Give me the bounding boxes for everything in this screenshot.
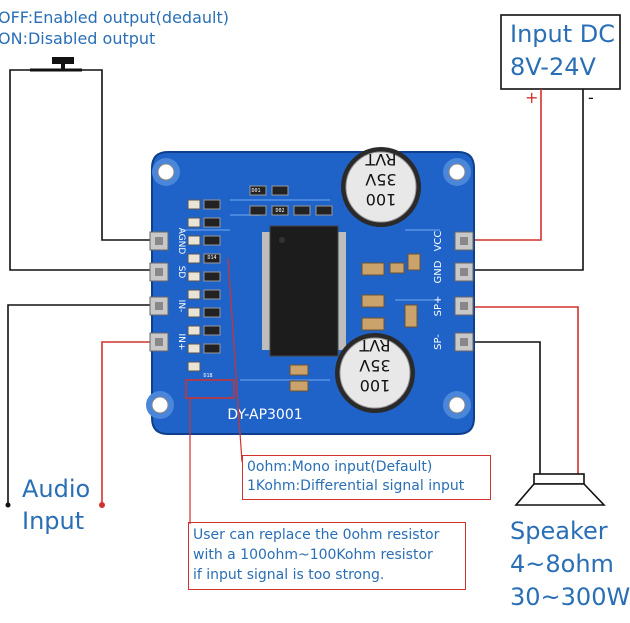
- capacitor-top-line3: 100: [366, 190, 397, 209]
- audio-input-label-2: Input: [22, 507, 85, 535]
- capacitor-bottom: RVT 35V 100: [335, 333, 415, 413]
- push-button-switch: [30, 57, 82, 72]
- connector-mono-note: [227, 257, 243, 463]
- input-dc-plus: +: [525, 88, 539, 107]
- speaker-cone: [514, 483, 606, 506]
- input-dc-box: [500, 14, 621, 90]
- speaker-magnet: [533, 473, 585, 485]
- wire-agnd-right: [78, 69, 160, 241]
- wire-speaker-negative: [462, 341, 541, 482]
- wire-gnd: [462, 89, 584, 271]
- audio-negative-dot: [5, 502, 11, 508]
- pin-label-sd: SD: [176, 266, 186, 279]
- capacitor-top-line1: RVT: [365, 150, 396, 169]
- mounting-hole-tl: [152, 158, 180, 186]
- left-header-pins: [149, 231, 169, 352]
- input-dc-label-2: 8V-24V: [510, 53, 596, 81]
- wire-sd-left: [9, 69, 160, 271]
- wire-vcc: [462, 89, 542, 241]
- capacitor-top: RVT 35V 100: [341, 147, 421, 227]
- wire-audio-negative: [7, 304, 160, 505]
- pin-label-agnd: AGND: [176, 228, 186, 255]
- capacitor-bottom-line3: 100: [360, 376, 391, 395]
- smd-top-row: [249, 185, 333, 216]
- resistor-label-d02: D02: [275, 208, 284, 214]
- resistor-label-d01: D01: [251, 188, 260, 194]
- capacitor-bottom-line2: 35V: [359, 356, 390, 375]
- resistor-highlight-box: [185, 379, 235, 399]
- speaker-label-2: 4~8ohm: [510, 550, 614, 578]
- wire-audio-positive: [101, 341, 160, 505]
- amplifier-ic-chip: [262, 225, 346, 357]
- capacitor-bottom-line1: RVT: [359, 336, 390, 355]
- resistor-note-line-2: with a 100ohm~100Kohm resistor: [193, 547, 433, 563]
- mounting-hole-bl: [146, 391, 174, 419]
- resistor-note-line-1: User can replace the 0ohm resistor: [193, 527, 440, 543]
- resistor-label-d18: D18: [203, 373, 212, 379]
- input-dc-label-1: Input DC: [510, 20, 616, 48]
- audio-positive-dot: [99, 502, 105, 508]
- push-button-stem: [61, 64, 65, 70]
- input-dc-minus: -: [588, 88, 594, 107]
- mounting-hole-br: [443, 391, 471, 419]
- board-model-label: DY-AP3001: [227, 407, 302, 423]
- pin-label-sp-minus: SP-: [433, 334, 444, 350]
- pin-label-gnd: GND: [433, 260, 444, 283]
- speaker-icon: [514, 473, 606, 506]
- smd-left-column: [187, 199, 201, 372]
- pin-label-vcc: VCC: [433, 231, 444, 252]
- mono-note-box: [242, 455, 491, 500]
- resistor-label-d14: D14: [207, 255, 216, 261]
- right-header-pins: [454, 231, 474, 352]
- amplifier-board: AGND SD IN- IN+ VCC GND SP+ SP-: [146, 147, 475, 435]
- mounting-hole-tr: [443, 158, 471, 186]
- pin-label-in-minus: IN-: [176, 300, 186, 313]
- audio-input-label-1: Audio: [22, 475, 91, 503]
- speaker-label-1: Speaker: [510, 517, 608, 545]
- pin-label-in-plus: IN+: [176, 334, 186, 351]
- resistor-note-line-3: if input signal is too strong.: [193, 567, 385, 583]
- mono-note-line-2: 1Kohm:Differential signal input: [247, 478, 465, 494]
- push-button-cap: [52, 57, 74, 64]
- button-note-off: OFF:Enabled output(dedault): [0, 8, 229, 27]
- wire-speaker-positive: [462, 306, 579, 482]
- smd-second-column: [203, 199, 221, 354]
- mono-note-line-1: 0ohm:Mono input(Default): [247, 459, 433, 475]
- pin-label-sp-plus: SP+: [433, 296, 444, 317]
- smd-right-caps: [289, 253, 421, 392]
- button-note-on: ON:Disabled output: [0, 29, 156, 48]
- capacitor-top-line2: 35V: [365, 170, 396, 189]
- resistor-note-box: [188, 522, 466, 590]
- board-traces: [180, 199, 440, 381]
- speaker-label-3: 30~300W: [510, 583, 630, 611]
